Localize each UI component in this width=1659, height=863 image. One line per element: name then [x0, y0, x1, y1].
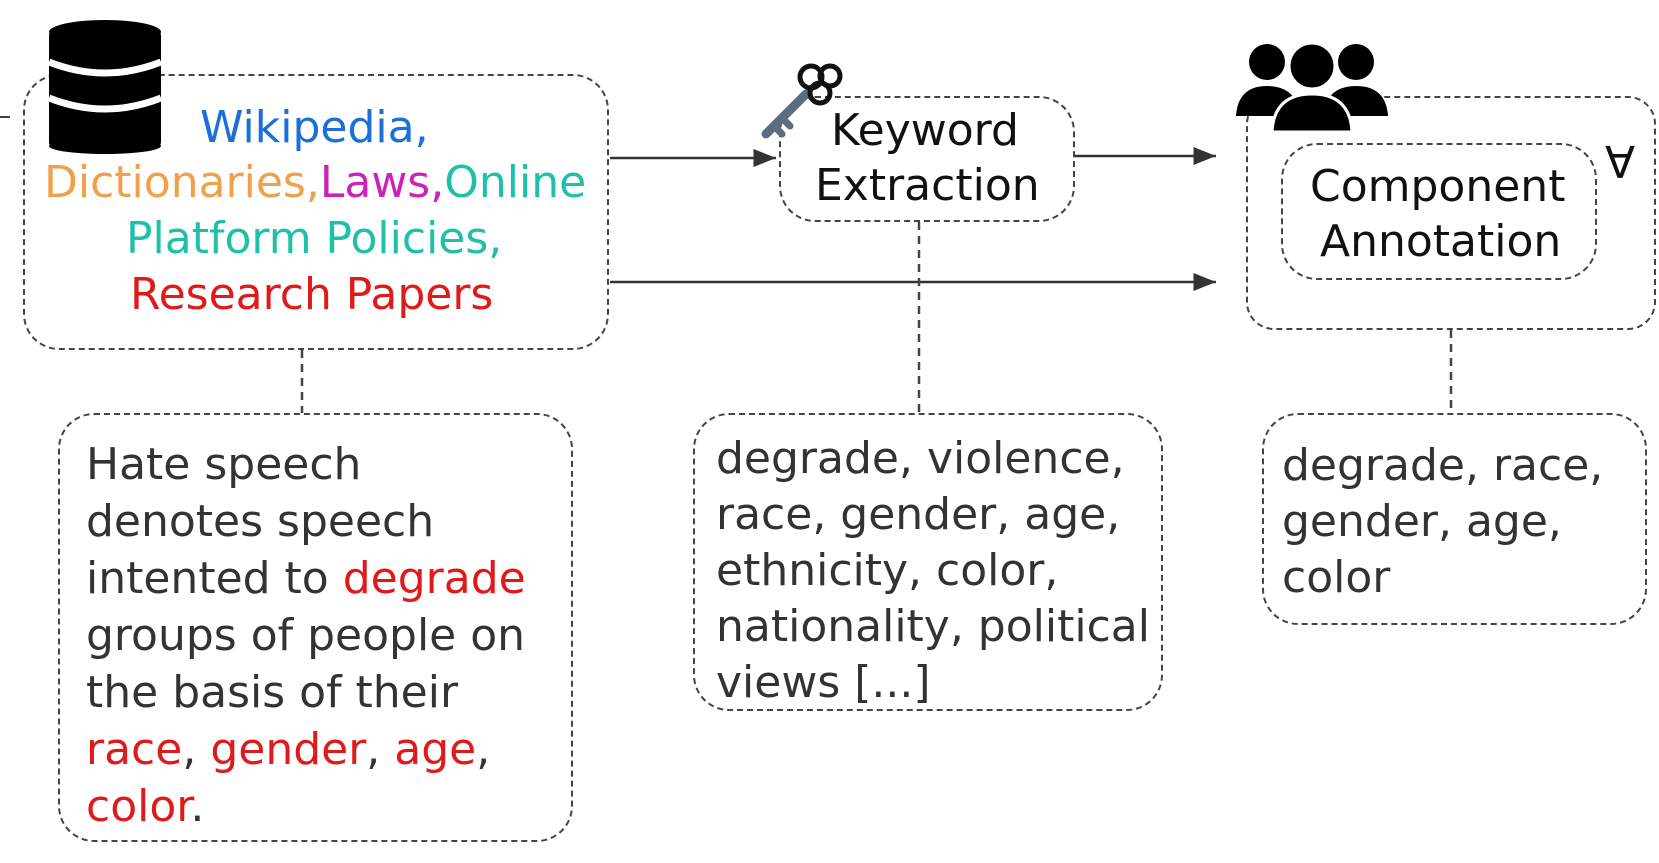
definition-age: age	[394, 724, 477, 775]
keyword-extraction-line-2: Extraction	[815, 160, 1040, 211]
source-research-papers: Research Papers	[130, 269, 494, 320]
definition-comma-3: ,	[476, 724, 491, 775]
definition-line-6: race, gender, age,	[86, 721, 526, 778]
keywords-line-5: views [...]	[716, 657, 931, 708]
source-wikipedia: Wikipedia,	[200, 102, 429, 153]
definition-color: color	[86, 781, 191, 832]
keywords-box	[693, 413, 1163, 711]
components-line-1: degrade, race,	[1282, 440, 1604, 491]
sources-line-1: Wikipedia,	[200, 102, 429, 153]
keywords-line-3: ethnicity, color,	[716, 545, 1059, 596]
component-annotation-line-1: Component	[1310, 161, 1566, 212]
users-icon	[1236, 41, 1388, 132]
keyword-extraction-line-1: Keyword	[831, 105, 1019, 156]
definition-intended: intented to	[86, 553, 343, 604]
definition-line-1: Hate speech	[86, 439, 362, 490]
components-line-2: gender, age,	[1282, 496, 1562, 547]
keywords-text: degrade, violence, race, gender, age, et…	[716, 431, 1150, 711]
source-online: Online	[444, 157, 587, 208]
database-icon	[47, 20, 163, 154]
component-annotation-box	[1281, 143, 1597, 280]
definition-text: Hate speech denotes speech intented to d…	[86, 436, 526, 835]
sources-line-3: Platform Policies,	[126, 213, 502, 264]
definition-line-7: color.	[86, 778, 526, 835]
definition-comma-2: ,	[366, 724, 395, 775]
definition-race: race	[86, 724, 183, 775]
keyword-extraction-box	[779, 96, 1075, 222]
definition-gender: gender	[210, 724, 367, 775]
sources-line-4: Research Papers	[130, 269, 493, 320]
key-icon	[761, 63, 843, 139]
definition-period: .	[190, 781, 205, 832]
definition-box	[58, 413, 573, 842]
definition-line-4: groups of people on	[86, 610, 526, 661]
source-dictionaries: Dictionaries,	[44, 157, 320, 208]
definition-line-3: intented to degrade	[86, 550, 526, 607]
source-platform-policies: Platform Policies,	[126, 213, 503, 264]
keywords-line-4: nationality, political	[716, 601, 1150, 652]
keywords-line-2: race, gender, age,	[716, 489, 1121, 540]
source-laws: Laws,	[319, 157, 445, 208]
definition-comma-1: ,	[182, 724, 211, 775]
sources-box	[23, 74, 609, 350]
sources-line-2: Dictionaries,Laws,Online	[44, 157, 586, 208]
components-line-3: color	[1282, 552, 1391, 603]
definition-degrade: degrade	[342, 553, 526, 604]
component-annotation-line-2: Annotation	[1320, 216, 1562, 267]
components-box	[1262, 413, 1647, 625]
forall-symbol: ∀	[1605, 138, 1636, 189]
keywords-line-1: degrade, violence,	[716, 433, 1125, 484]
definition-line-5: the basis of their	[86, 667, 459, 718]
definition-line-2: denotes speech	[86, 496, 435, 547]
components-text: degrade, race, gender, age, color	[1282, 438, 1603, 606]
annotation-outer-box	[1246, 96, 1656, 330]
